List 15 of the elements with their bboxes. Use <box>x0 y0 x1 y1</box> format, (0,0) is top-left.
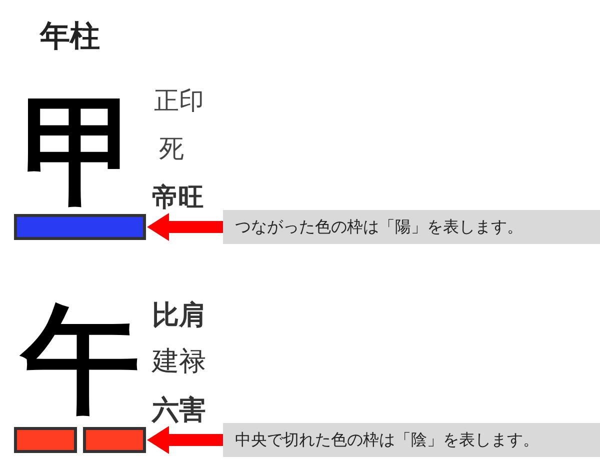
solid-bar <box>14 214 146 240</box>
callout: 中央で切れた色の枠は「陰」を表します。 <box>223 423 600 457</box>
arrow <box>147 426 223 454</box>
arrow <box>147 213 223 241</box>
label-text: 建禄 <box>152 348 206 375</box>
label-text: 正印 <box>154 88 204 113</box>
label-text: 帝旺 <box>152 185 204 211</box>
large-character: 甲 <box>22 92 140 210</box>
label-text: 死 <box>159 136 184 161</box>
split-bar <box>14 427 146 453</box>
callout: つながった色の枠は「陽」を表します。 <box>223 210 600 244</box>
label-text: 比肩 <box>152 302 206 329</box>
label-text: 六害 <box>152 397 206 424</box>
title: 年柱 <box>40 22 100 52</box>
large-character: 午 <box>22 300 140 418</box>
